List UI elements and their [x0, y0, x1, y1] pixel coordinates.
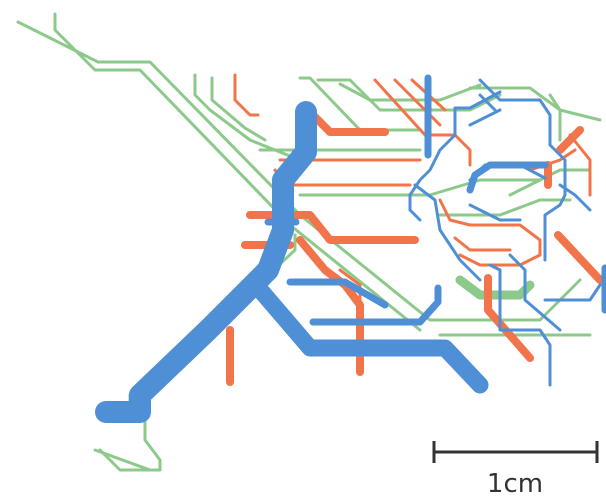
green-thick-trace — [455, 275, 535, 300]
blue-trace — [408, 90, 502, 222]
orange-trace — [568, 133, 592, 197]
green-trace-thick — [455, 275, 535, 300]
orange-trace-thick — [556, 126, 584, 154]
blue-traces — [408, 78, 602, 387]
orange-trace-thick — [554, 231, 604, 284]
green-trace — [98, 448, 157, 472]
green-trace — [193, 73, 302, 162]
green-trace — [53, 12, 422, 332]
orange-trace — [233, 73, 260, 117]
blue-trace — [478, 93, 497, 112]
green-trace — [438, 198, 572, 217]
orange-trace — [453, 236, 512, 252]
green-trace — [548, 93, 602, 122]
blue-trace-medium — [286, 278, 389, 309]
scale-bar — [432, 441, 599, 463]
green-trace — [468, 86, 562, 142]
green-trace — [210, 76, 267, 142]
blue-trace — [558, 183, 592, 212]
blue-trace — [468, 203, 522, 222]
green-trace — [298, 178, 542, 197]
green-trace — [298, 76, 422, 132]
blue-trace-heavy — [253, 283, 489, 394]
scale-bar-label: 1cm — [487, 469, 543, 498]
orange-trace — [458, 253, 542, 267]
blue-trace-medium — [466, 161, 549, 194]
orange-trace — [338, 268, 362, 302]
blue-trace — [413, 183, 482, 282]
blue-trace — [543, 283, 602, 302]
orange-trace — [393, 78, 442, 127]
blue-trace — [488, 263, 552, 387]
green-trace — [508, 168, 592, 197]
blue-heavy-traces — [95, 101, 489, 423]
orange-trace-thick — [484, 274, 534, 362]
green-trace — [338, 82, 482, 102]
blue-trace — [478, 78, 567, 262]
orange-trace — [438, 198, 542, 257]
blue-trace — [468, 108, 502, 127]
green-trace — [316, 78, 502, 112]
blue-trace-medium — [309, 284, 442, 326]
blue-trace-heavy — [95, 101, 317, 423]
blue-trace — [508, 253, 562, 332]
